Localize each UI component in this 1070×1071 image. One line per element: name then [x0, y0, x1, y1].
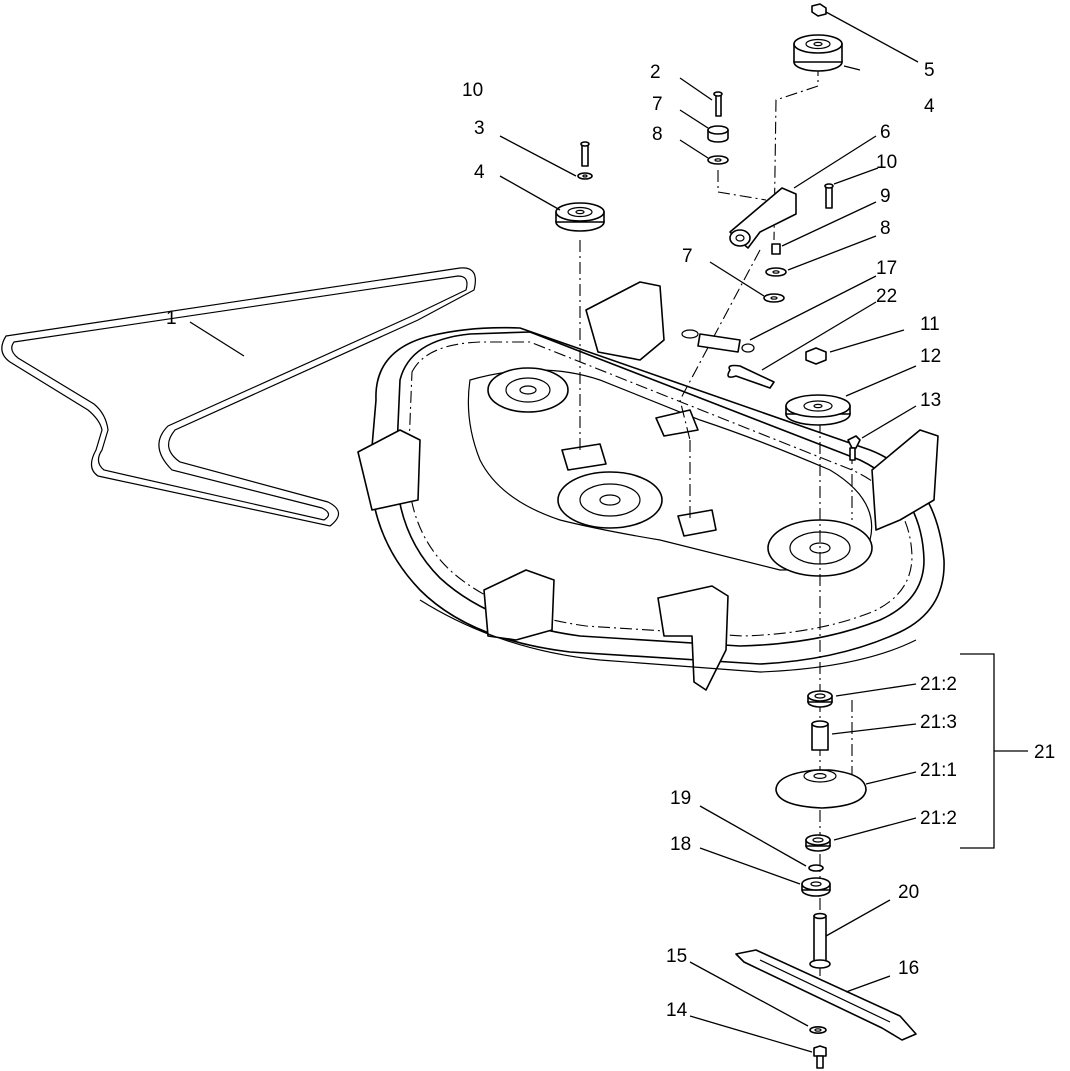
- spindle-shaft: [809, 912, 831, 969]
- tension-spring: [681, 329, 755, 353]
- assembly-bracket-21: [960, 653, 1028, 849]
- spacer-9: [771, 243, 781, 255]
- washer-15: [809, 1026, 827, 1035]
- callout-6: 6: [880, 122, 891, 143]
- callout-8-lower: 8: [880, 218, 891, 239]
- callout-18: 18: [670, 834, 691, 855]
- bolt-2: [713, 91, 723, 117]
- washer-8-lower: [765, 267, 787, 277]
- left-idler-pulley: [555, 202, 605, 232]
- bolt-10-right: [824, 183, 834, 209]
- callout-12: 12: [920, 346, 941, 367]
- leader-lines: [189, 11, 919, 1053]
- mower-blade: [735, 949, 917, 1041]
- nut-11: [805, 347, 827, 365]
- bolt-13: [847, 435, 861, 461]
- mower-deck: [357, 281, 945, 691]
- bearing-18: [801, 877, 831, 897]
- callout-22: 22: [876, 286, 897, 307]
- bolt-14: [813, 1045, 827, 1069]
- callout-20: 20: [898, 882, 919, 903]
- top-idler-pulley: [793, 34, 843, 72]
- callout-2: 2: [650, 62, 661, 83]
- callout-1: 1: [166, 308, 177, 329]
- spindle-pulley: [785, 394, 851, 426]
- spacer-21-3: [811, 720, 829, 751]
- bearing-21-2-bottom: [805, 834, 831, 852]
- nut-5: [811, 3, 827, 17]
- callout-7-lower: 7: [682, 246, 693, 267]
- bearing-21-2-top: [807, 690, 833, 708]
- callout-17: 17: [876, 258, 897, 279]
- callout-7-top: 7: [652, 94, 663, 115]
- callout-8-top: 8: [652, 124, 663, 145]
- callout-9: 9: [880, 186, 891, 207]
- callout-5: 5: [924, 60, 935, 81]
- washer-19: [808, 864, 824, 872]
- callout-16: 16: [898, 958, 919, 979]
- callout-4-left: 4: [474, 162, 485, 183]
- callout-3: 3: [474, 118, 485, 139]
- callout-19: 19: [670, 788, 691, 809]
- callout-21: 21: [1034, 742, 1055, 763]
- callout-10-left: 10: [462, 80, 483, 101]
- callout-11: 11: [920, 314, 940, 335]
- spring-hook: [727, 364, 775, 389]
- callout-21-2-bottom: 21:2: [920, 808, 957, 829]
- washer-3: [577, 172, 593, 180]
- callout-13: 13: [920, 390, 941, 411]
- spindle-housing-21-1: [775, 769, 867, 809]
- callout-21-2-top: 21:2: [920, 674, 957, 695]
- callout-labels: 1 2 3 4 4 5 6 7 7 8 8 9 10 10 11 12 13 1…: [166, 60, 1055, 1021]
- callout-21-3: 21:3: [920, 712, 957, 733]
- callout-4-top: 4: [924, 96, 935, 117]
- drive-belt: [1, 267, 476, 527]
- washer-8-top: [707, 155, 729, 165]
- washer-7-lower: [763, 293, 785, 303]
- callout-10-right: 10: [876, 152, 897, 173]
- idler-arm: [729, 187, 797, 249]
- bolt-10-left: [580, 141, 590, 167]
- callout-15: 15: [666, 946, 687, 967]
- callout-21-1: 21:1: [920, 760, 957, 781]
- callout-14: 14: [666, 1000, 688, 1021]
- washer-7-top: [707, 125, 729, 143]
